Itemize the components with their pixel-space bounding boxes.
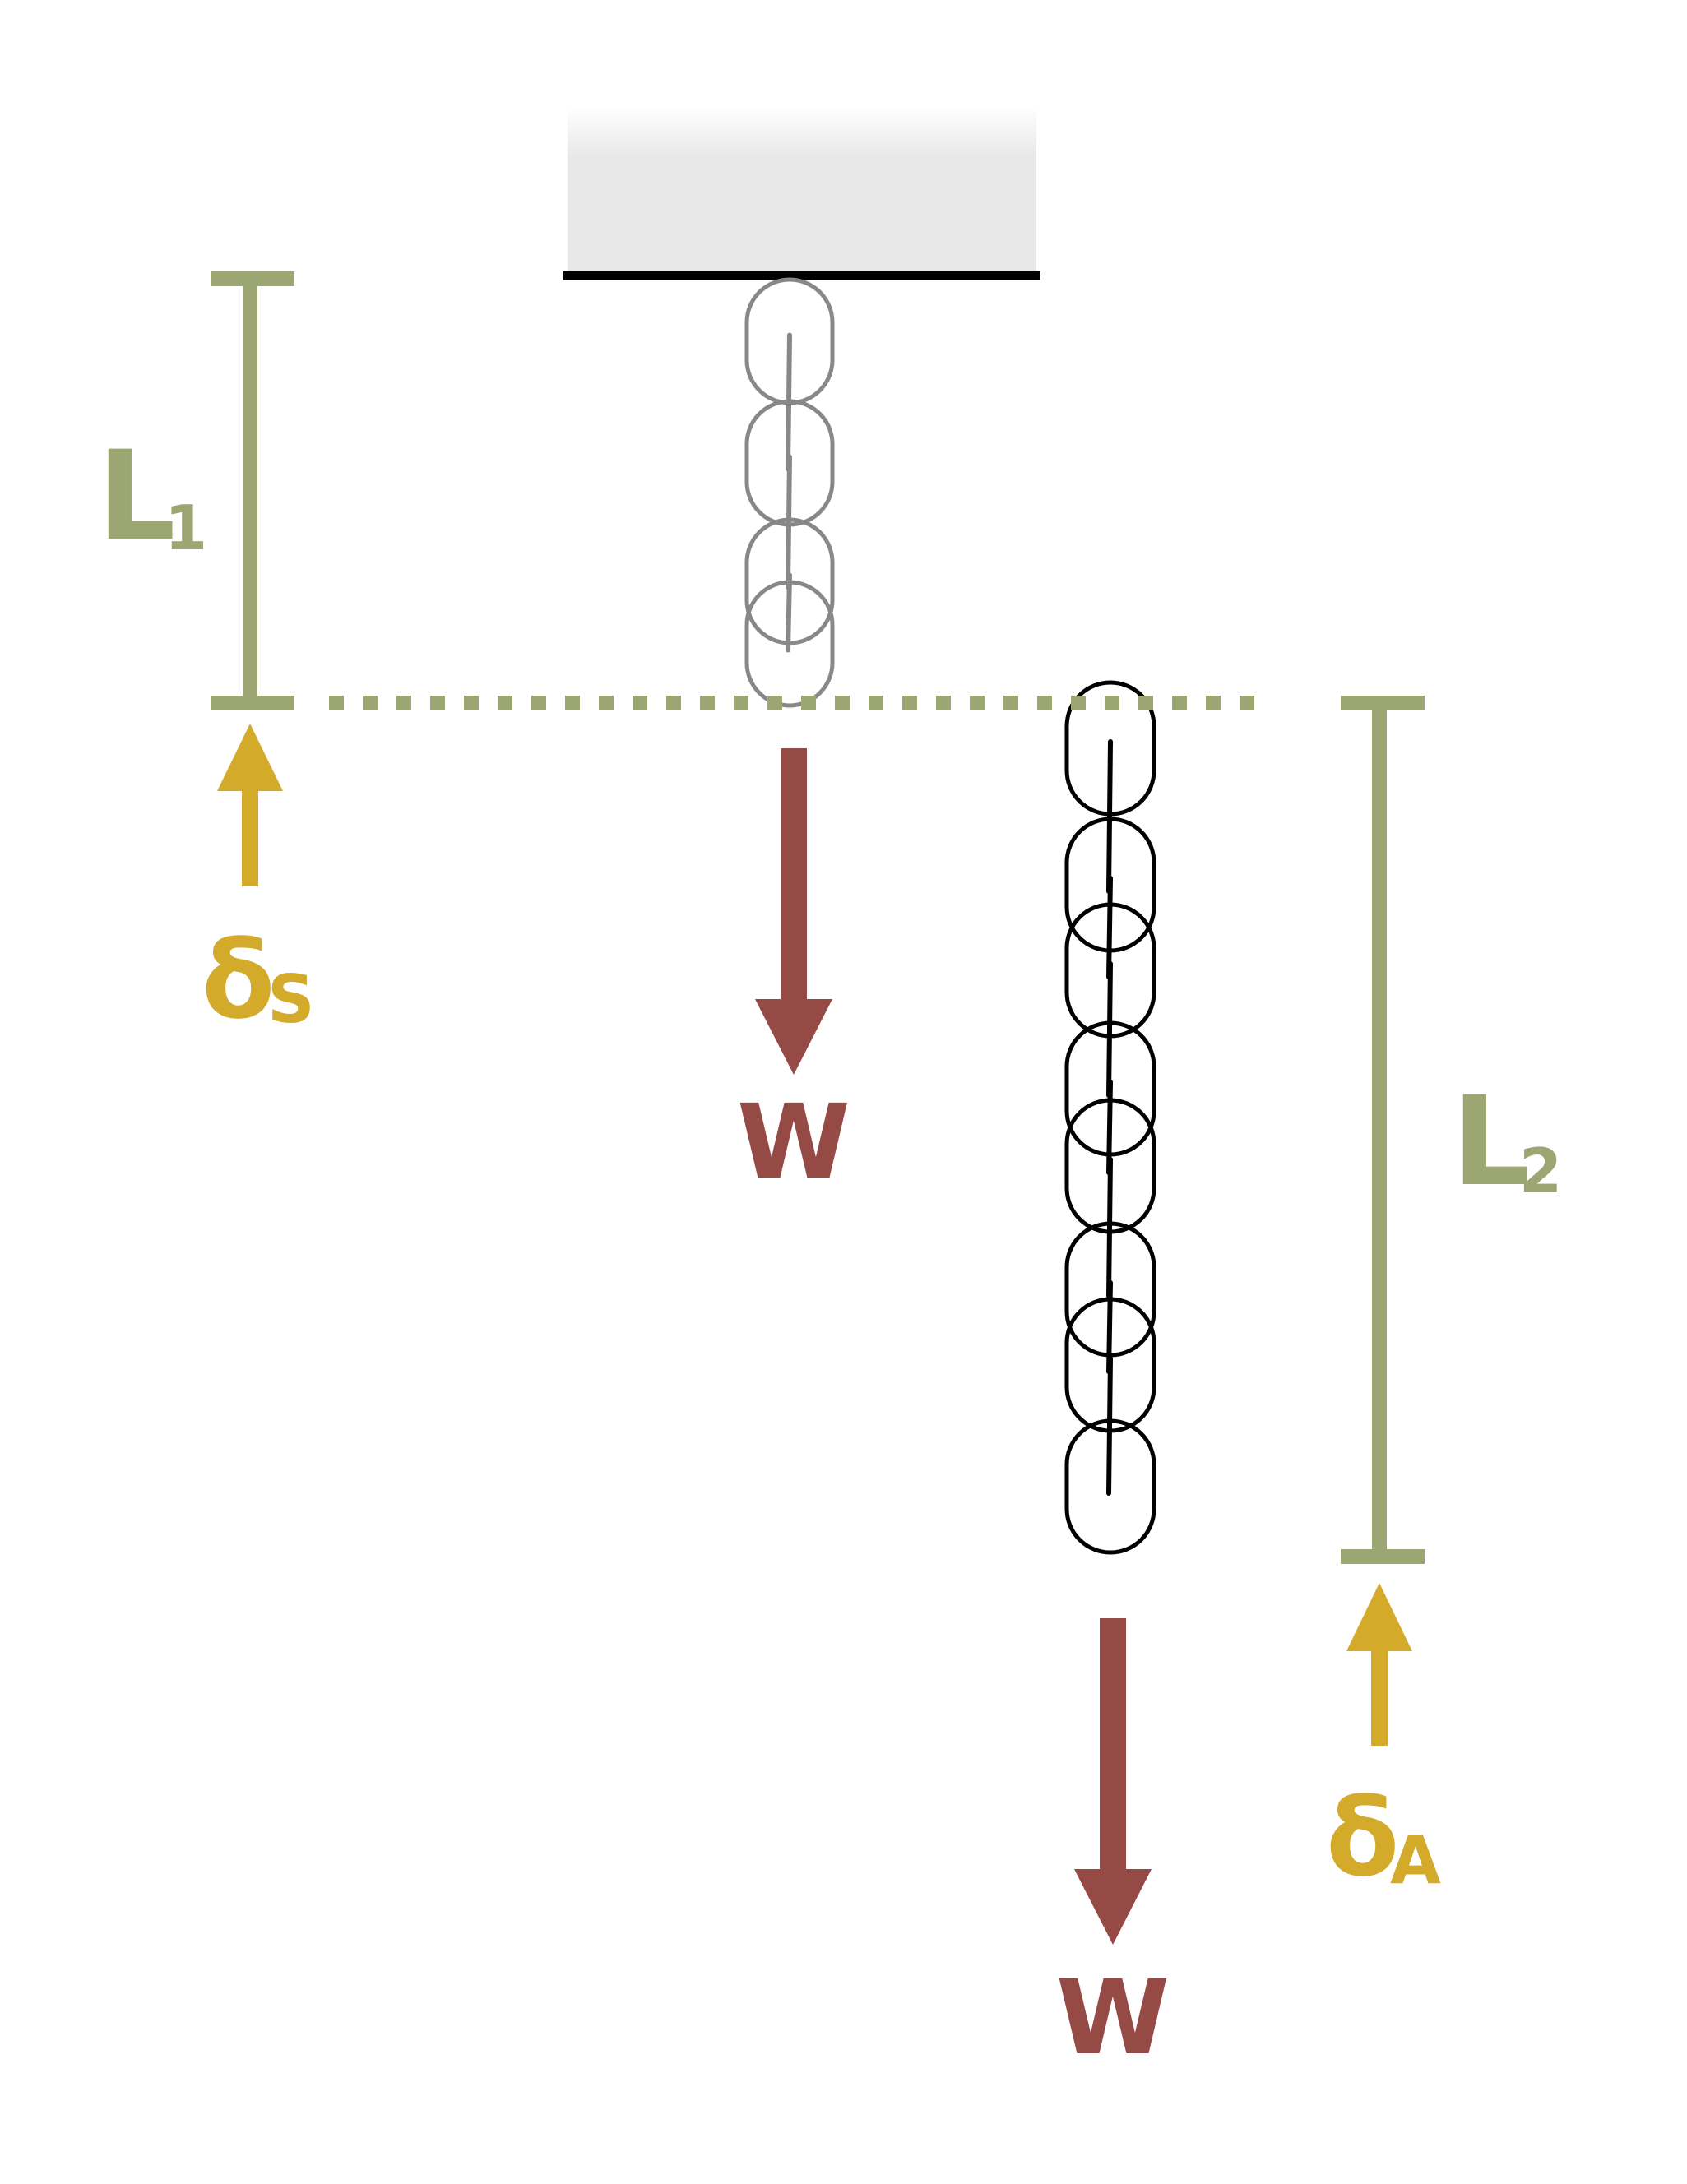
delta-a-label-main: δ [1326, 1775, 1399, 1900]
delta-s-label: δS [202, 918, 315, 1043]
chain-link-bar [1106, 961, 1113, 1098]
l2-label: L2 [1452, 1071, 1562, 1214]
l1-label: L1 [97, 425, 207, 568]
delta-a-label-sub: A [1390, 1822, 1441, 1899]
loaded-chain [1064, 680, 1156, 1555]
chain-link-bar [1106, 1157, 1113, 1298]
chain-link-bar [786, 454, 792, 590]
chain-link-bar [786, 332, 792, 472]
weight-arrow-long [1074, 1618, 1152, 1945]
l2-label-sub: 2 [1519, 1135, 1562, 1207]
delta-s-label-main: δ [202, 918, 275, 1043]
l1-dimension-bar [211, 271, 294, 710]
chain-link-bar [1106, 1356, 1113, 1496]
delta-s-label-sub: S [267, 961, 315, 1038]
l2-label-main: L [1452, 1071, 1531, 1214]
l1-label-main: L [97, 425, 176, 568]
delta-s-arrow [217, 724, 283, 886]
ceiling-support [563, 107, 1041, 280]
chain-link-bar [786, 572, 792, 653]
l2-dimension-bar [1341, 696, 1425, 1564]
weight-label-short: W [737, 1083, 850, 1202]
delta-a-label: δA [1326, 1775, 1441, 1900]
l1-label-sub: 1 [165, 492, 207, 564]
delta-a-arrow [1346, 1583, 1412, 1746]
weight-arrow-short [755, 748, 832, 1075]
chain-link-bar [1106, 739, 1113, 894]
chain-link-bar [1106, 876, 1113, 979]
weight-label-long: W [1056, 1959, 1170, 2078]
unloaded-chain [744, 277, 835, 708]
